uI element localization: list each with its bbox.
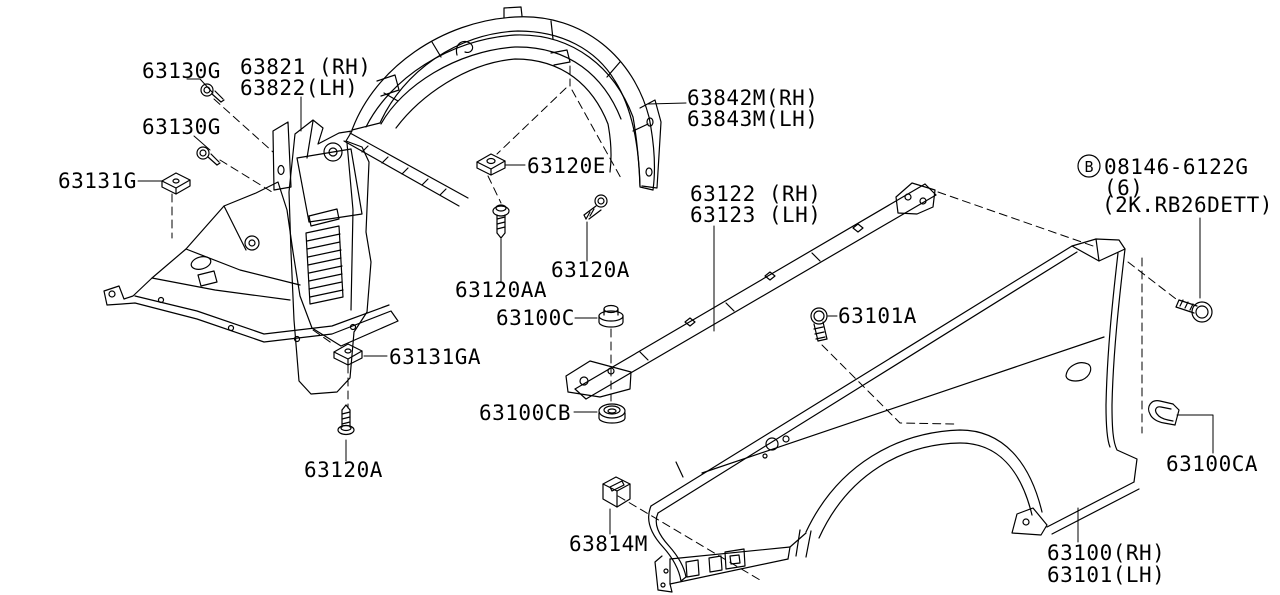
part-label-63101-lh: 63101(LH) — [1047, 563, 1165, 587]
part-label-63130g-upper: 63130G — [142, 59, 221, 83]
ref-bolt-note: (2K.RB26DETT) — [1102, 193, 1273, 217]
part-label-63131g: 63131G — [58, 169, 137, 193]
part-label-63842m-rh: 63842M(RH) — [687, 86, 818, 110]
ref-b-symbol: B — [1084, 158, 1093, 176]
part-label-63814m: 63814M — [569, 532, 648, 556]
screw-63120a-upper-drawing — [583, 194, 608, 220]
bolt-08146-drawing — [1175, 299, 1213, 323]
front-fender-drawing — [648, 238, 1140, 593]
part-label-63822-lh: 63822(LH) — [240, 76, 358, 100]
nut-63120e-drawing — [476, 153, 506, 176]
part-label-63130g-lower: 63130G — [142, 115, 221, 139]
protector-drawing — [272, 119, 372, 395]
part-label-63120a-lower: 63120A — [304, 458, 383, 482]
part-label-63122-rh: 63122 (RH) — [690, 182, 821, 206]
grommet-63100cb-drawing — [598, 403, 626, 424]
sill-molding-drawing — [565, 182, 937, 400]
part-label-63100cb: 63100CB — [479, 401, 571, 425]
leader-lines — [137, 78, 1214, 543]
part-label-63100-rh: 63100(RH) — [1047, 541, 1165, 565]
under-cover-drawing — [103, 181, 399, 347]
screw-63120a-lower-drawing — [337, 404, 355, 436]
screw-63120aa-drawing — [492, 204, 510, 239]
part-label-63821-rh: 63821 (RH) — [240, 55, 371, 79]
part-label-63120e: 63120E — [527, 154, 606, 178]
part-label-63843m-lh: 63843M(LH) — [687, 107, 818, 131]
clip-63131g-drawing — [161, 172, 191, 195]
ref-bolt-number: 08146-6122G — [1104, 155, 1249, 179]
clip-63814m-drawing — [602, 476, 631, 508]
wheel-arch-liner-drawing — [343, 6, 662, 207]
part-labels: 63130G 63821 (RH) 63822(LH) 63130G 63131… — [58, 55, 1273, 587]
part-label-63120a-upper: 63120A — [551, 258, 630, 282]
assembly-dashed-lines — [171, 65, 1177, 581]
part-label-63131ga: 63131GA — [389, 345, 481, 369]
clip-63130g-lower-drawing — [196, 146, 221, 166]
grommet-63100c-drawing — [598, 304, 624, 328]
ref-b-circle-icon — [1077, 154, 1101, 178]
clip-63100ca-drawing — [1148, 400, 1180, 426]
part-label-63100ca: 63100CA — [1166, 452, 1258, 476]
part-label-63120aa: 63120AA — [455, 278, 547, 302]
part-label-63123-lh: 63123 (LH) — [690, 203, 821, 227]
part-label-63101a: 63101A — [838, 304, 917, 328]
ref-bolt-qty: (6) — [1104, 176, 1143, 200]
part-label-63100c: 63100C — [496, 306, 575, 330]
bolt-63101a-drawing — [810, 307, 828, 342]
